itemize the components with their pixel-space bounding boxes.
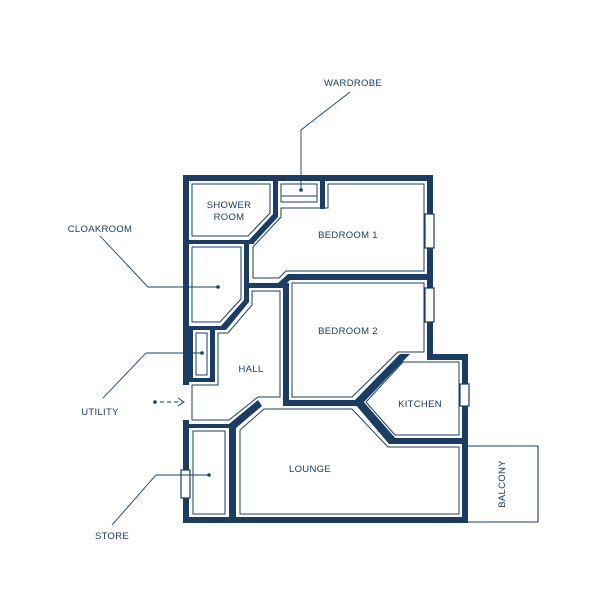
label-balcony: BALCONY bbox=[497, 460, 508, 508]
window-bedroom2 bbox=[424, 287, 435, 323]
window-bedroom1 bbox=[424, 213, 435, 249]
window-kitchen bbox=[459, 383, 470, 407]
label-shower-room-1: SHOWER bbox=[207, 200, 252, 211]
label-hall: HALL bbox=[239, 364, 264, 375]
window-store bbox=[180, 469, 191, 499]
windows bbox=[180, 213, 470, 499]
callout-leaders bbox=[99, 91, 351, 526]
entry-arrow-icon bbox=[153, 397, 185, 407]
label-lounge: LOUNGE bbox=[289, 464, 331, 475]
inner-walls bbox=[189, 181, 462, 523]
wall-faces bbox=[191, 183, 460, 515]
label-wardrobe: WARDROBE bbox=[324, 78, 382, 89]
room-labels: SHOWER ROOM BEDROOM 1 BEDROOM 2 HALL KIT… bbox=[207, 200, 508, 508]
label-cloakroom: CLOAKROOM bbox=[68, 224, 132, 235]
label-shower-room-2: ROOM bbox=[214, 212, 245, 223]
callout-labels: WARDROBE CLOAKROOM UTILITY STORE bbox=[68, 78, 382, 542]
label-store: STORE bbox=[95, 531, 129, 542]
label-kitchen: KITCHEN bbox=[398, 399, 442, 410]
balcony bbox=[468, 445, 539, 523]
label-utility: UTILITY bbox=[81, 407, 119, 418]
label-bedroom-1: BEDROOM 1 bbox=[318, 230, 378, 241]
label-bedroom-2: BEDROOM 2 bbox=[318, 326, 378, 337]
